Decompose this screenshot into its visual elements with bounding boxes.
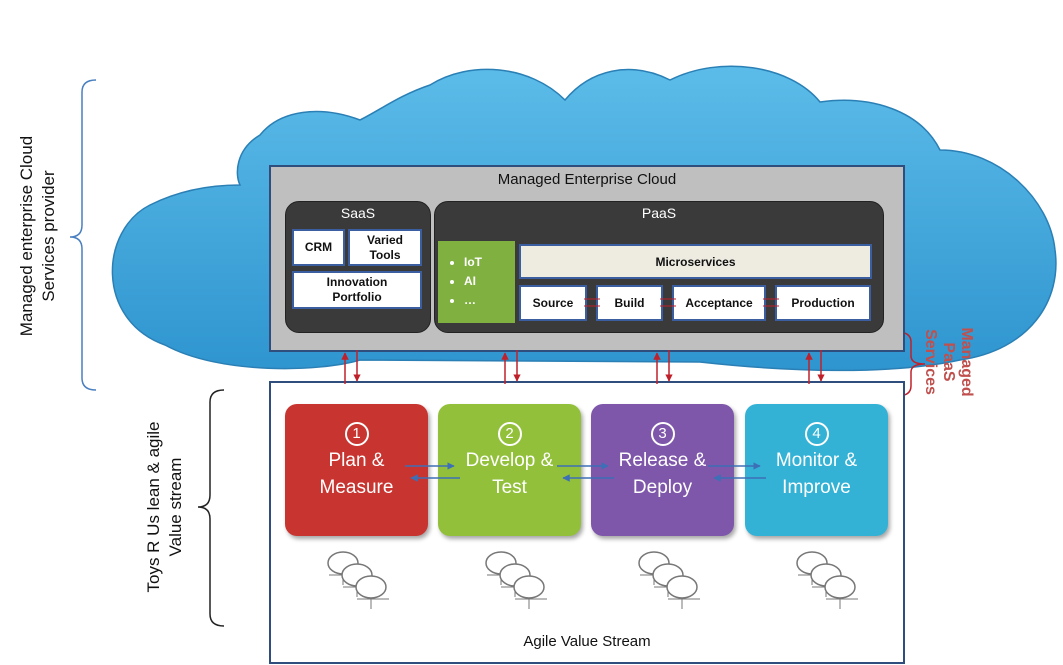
person-icon	[824, 575, 856, 599]
team-icon-cluster	[796, 551, 858, 609]
team-icon-cluster	[638, 551, 700, 609]
stage-label-line1: Plan &	[328, 450, 385, 471]
paas-services-brace	[896, 331, 926, 397]
stage-plan-measure: 1 Plan & Measure	[285, 404, 428, 536]
managed-cloud-title: Managed Enterprise Cloud	[497, 171, 677, 188]
microservices-box: Microservices	[519, 244, 872, 279]
paas-title: PaaS	[641, 205, 677, 221]
stage-monitor-improve: 4 Monitor & Improve	[745, 404, 888, 536]
pipeline-acceptance-box: Acceptance	[672, 285, 766, 321]
saas-varied-tools-box: Varied Tools	[348, 229, 422, 266]
paas-bullet-iot: IoT	[464, 253, 515, 272]
stage-label-line2: Improve	[782, 477, 851, 498]
team-icon-cluster	[485, 551, 547, 609]
paas-bullet-ai: AI	[464, 272, 515, 291]
pipeline-source-box: Source	[519, 285, 587, 321]
stage-label-line1: Monitor &	[775, 450, 858, 471]
pipeline-build-box: Build	[596, 285, 663, 321]
saas-innovation-portfolio-box: Innovation Portfolio	[292, 271, 422, 309]
paas-bullet-more: …	[464, 291, 515, 310]
stage-number: 1	[344, 422, 369, 446]
pipeline-production-box: Production	[775, 285, 871, 321]
stage-number: 4	[804, 422, 829, 446]
stage-develop-test: 2 Develop & Test	[438, 404, 581, 536]
person-icon	[666, 575, 698, 599]
stage-number: 3	[650, 422, 675, 446]
stage-release-deploy: 3 Release & Deploy	[591, 404, 734, 536]
value-stream-brace	[197, 389, 225, 627]
stage-label-line1: Develop &	[465, 450, 554, 471]
provider-brace	[69, 79, 97, 391]
person-icon	[513, 575, 545, 599]
saas-panel: SaaS	[285, 201, 431, 333]
stage-number: 2	[497, 422, 522, 446]
stage-label-line2: Deploy	[632, 477, 693, 498]
person-icon	[355, 575, 387, 599]
stage-label-line2: Test	[492, 477, 527, 498]
stage-label-line1: Release &	[618, 450, 707, 471]
paas-tech-list: IoT AI …	[438, 241, 515, 323]
agile-value-stream-title: Agile Value Stream	[523, 633, 651, 650]
saas-crm-box: CRM	[292, 229, 345, 266]
saas-title: SaaS	[340, 205, 376, 221]
team-icon-cluster	[327, 551, 389, 609]
stage-label-line2: Measure	[319, 477, 394, 498]
